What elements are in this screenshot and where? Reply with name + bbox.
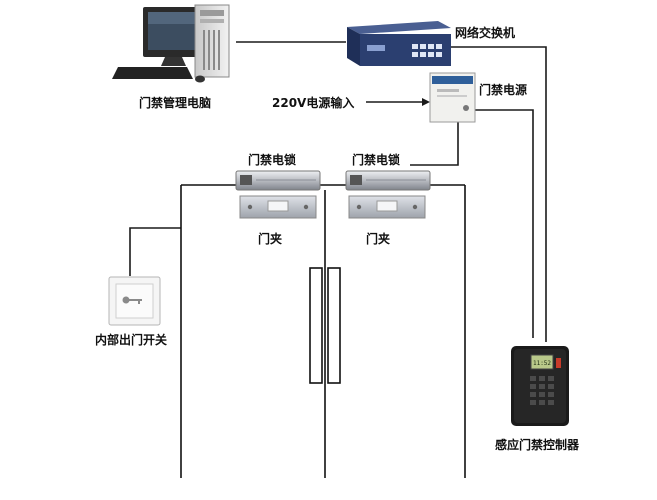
door-handle-left xyxy=(309,267,323,384)
electric-lock-right: 门禁电锁 门夹 xyxy=(345,152,431,246)
wire-exit-button xyxy=(129,227,181,276)
monitor-icon xyxy=(143,7,203,66)
exit-button: 内部出门开关 xyxy=(95,276,167,347)
lock-right-label: 门禁电锁 xyxy=(352,152,400,167)
power-supply: 门禁电源 220V电源输入 xyxy=(272,72,527,123)
mouse-icon xyxy=(195,75,205,83)
keypad-icon xyxy=(530,376,554,405)
status-led-icon xyxy=(556,358,561,368)
wire-power-lock xyxy=(410,122,459,166)
controller-label: 感应门禁控制器 xyxy=(495,437,580,452)
controller-screen xyxy=(530,354,554,370)
bracket-left-label: 门夹 xyxy=(258,231,282,246)
wire-switch-controller xyxy=(449,46,547,342)
tower-icon xyxy=(194,4,230,78)
computer-label: 门禁管理电脑 xyxy=(139,95,211,110)
switch-icon xyxy=(347,27,360,66)
magnetic-lock-icon xyxy=(235,170,321,191)
keyboard-icon xyxy=(112,67,193,79)
door-bracket-icon xyxy=(348,195,426,219)
door-frame xyxy=(180,184,466,478)
door-bracket-icon xyxy=(239,195,317,219)
computer: 门禁管理电脑 xyxy=(112,4,230,110)
wires xyxy=(129,41,547,342)
switch-ports xyxy=(412,44,442,57)
bracket-right-label: 门夹 xyxy=(366,231,390,246)
lock-left-label: 门禁电锁 xyxy=(248,152,296,167)
arrow-head-icon xyxy=(422,98,430,106)
exit-button-label: 内部出门开关 xyxy=(95,332,167,347)
wire-power-controller xyxy=(475,109,534,338)
key-icon xyxy=(122,296,142,304)
power-input-label: 220V电源输入 xyxy=(272,95,354,110)
power-supply-label: 门禁电源 xyxy=(479,82,527,97)
door-handle-right xyxy=(327,267,341,384)
magnetic-lock-icon xyxy=(345,170,431,191)
controller-screen-text: 11:52 xyxy=(533,360,551,367)
access-controller: 11:52 感应门禁控制器 xyxy=(495,346,580,452)
switch-label: 网络交换机 xyxy=(455,25,515,40)
electric-lock-left: 门禁电锁 门夹 xyxy=(235,152,321,246)
network-switch: 网络交换机 xyxy=(347,21,515,66)
